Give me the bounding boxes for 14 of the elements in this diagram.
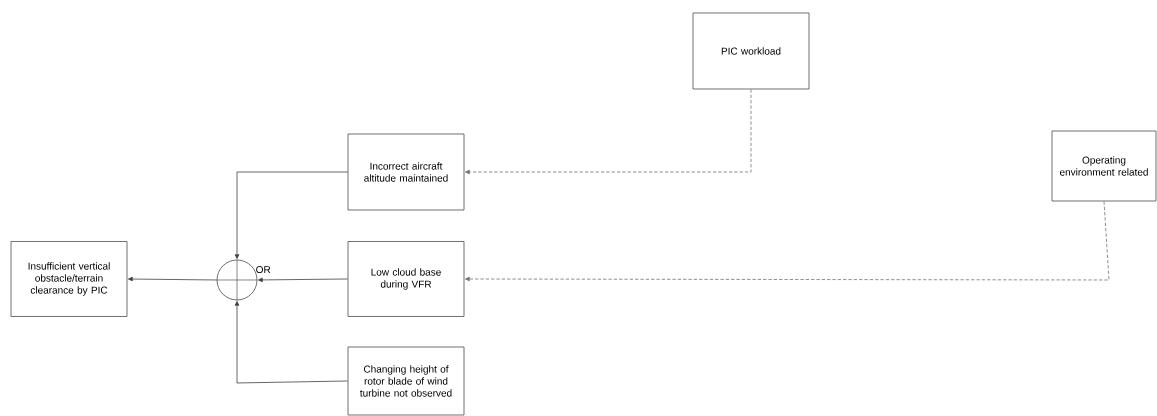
event-box: Incorrect aircraft altitude maintained: [347, 133, 465, 211]
event-box: Insufficient vertical obstacle/terrain clearance by PIC: [10, 241, 128, 317]
arrow: [465, 201, 1110, 282]
arrow: [128, 276, 217, 282]
arrow: [258, 277, 348, 283]
event-box: Changing height of rotor blade of wind turbine not observed: [347, 346, 465, 416]
arrow: [465, 89, 752, 175]
arrow: [234, 301, 348, 384]
event-box: Operating environment related: [1051, 130, 1157, 202]
event-box: Low cloud base during VFR: [347, 241, 465, 317]
gate-label: OR: [256, 266, 271, 274]
event-box: PIC workload: [692, 12, 810, 90]
arrow: [234, 171, 348, 259]
or-gate-circle: [216, 259, 258, 301]
